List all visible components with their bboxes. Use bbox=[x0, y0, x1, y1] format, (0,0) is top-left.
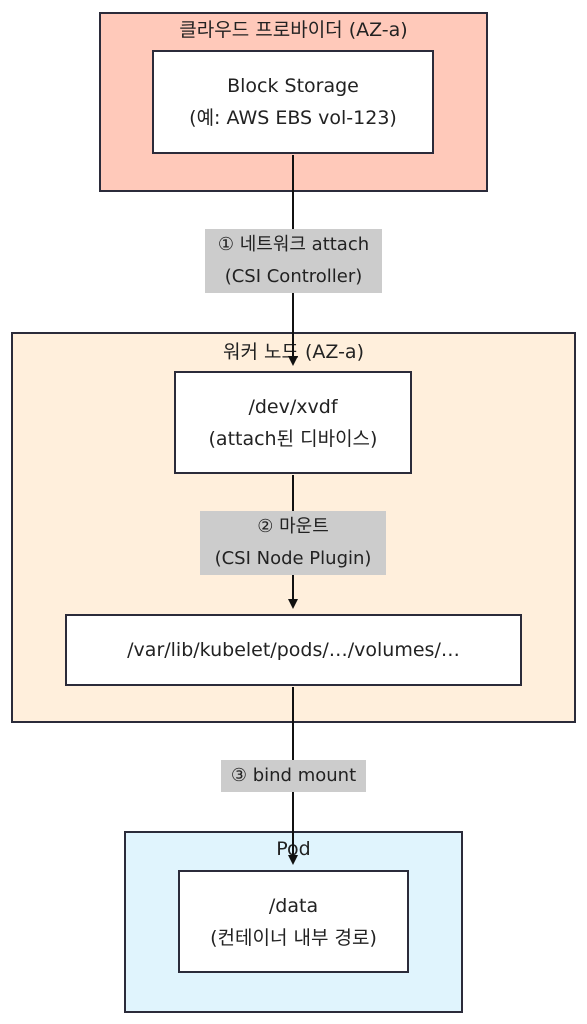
cloud-provider-title: 클라우드 프로바이더 (AZ-a) bbox=[179, 19, 408, 41]
kubelet-path: /var/lib/kubelet/pods/…/volumes/… bbox=[127, 639, 460, 661]
edge-attach-component: (CSI Controller) bbox=[224, 266, 363, 287]
edge-attach-step: ① 네트워크 attach bbox=[217, 234, 370, 255]
edge-mount-component: (CSI Node Plugin) bbox=[214, 548, 372, 569]
block-storage-title: Block Storage bbox=[227, 75, 359, 97]
edge-bind-step: ③ bind mount bbox=[230, 765, 357, 786]
device-description: (attach된 디바이스) bbox=[208, 427, 378, 450]
edge-mount-label: ② 마운트 (CSI Node Plugin) bbox=[200, 511, 386, 575]
block-storage-node[interactable]: Block Storage (예: AWS EBS vol-123) bbox=[152, 50, 434, 154]
device-node[interactable]: /dev/xvdf (attach된 디바이스) bbox=[174, 371, 412, 474]
kubelet-path-node[interactable]: /var/lib/kubelet/pods/…/volumes/… bbox=[65, 614, 522, 686]
edge-bind-label: ③ bind mount bbox=[221, 760, 366, 792]
edge-mount-step: ② 마운트 bbox=[257, 516, 329, 537]
block-storage-example: (예: AWS EBS vol-123) bbox=[189, 107, 397, 129]
container-path-description: (컨테이너 내부 경로) bbox=[210, 926, 377, 949]
device-path: /dev/xvdf bbox=[248, 395, 338, 418]
container-path-node[interactable]: /data (컨테이너 내부 경로) bbox=[178, 870, 409, 973]
edge-attach-label: ① 네트워크 attach (CSI Controller) bbox=[205, 229, 382, 293]
container-path: /data bbox=[268, 894, 319, 917]
